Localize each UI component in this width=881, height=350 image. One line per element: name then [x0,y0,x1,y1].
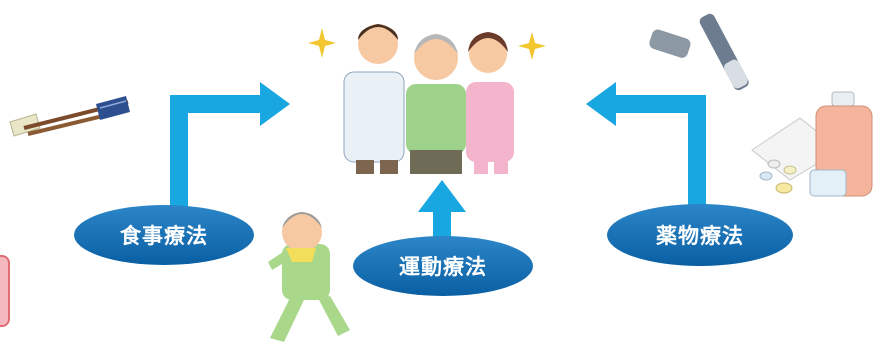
medicine-icon [751,91,873,197]
exercise-arrow [418,180,466,250]
exercise-label: 運動療法 [399,255,487,279]
diet-label: 食事療法 [120,224,208,248]
exercise-ellipse [353,236,533,296]
walking-man-icon [268,212,350,342]
chopsticks-icon [9,96,130,137]
medical-team-icon [308,24,546,174]
medication-label: 薬物療法 [656,224,744,248]
medication-ellipse [607,204,793,266]
diet-ellipse [74,205,254,265]
diet-arrow [170,82,290,215]
side-tab [0,255,10,327]
medication-arrow [586,82,706,215]
insulin-pen-icon [649,13,749,91]
